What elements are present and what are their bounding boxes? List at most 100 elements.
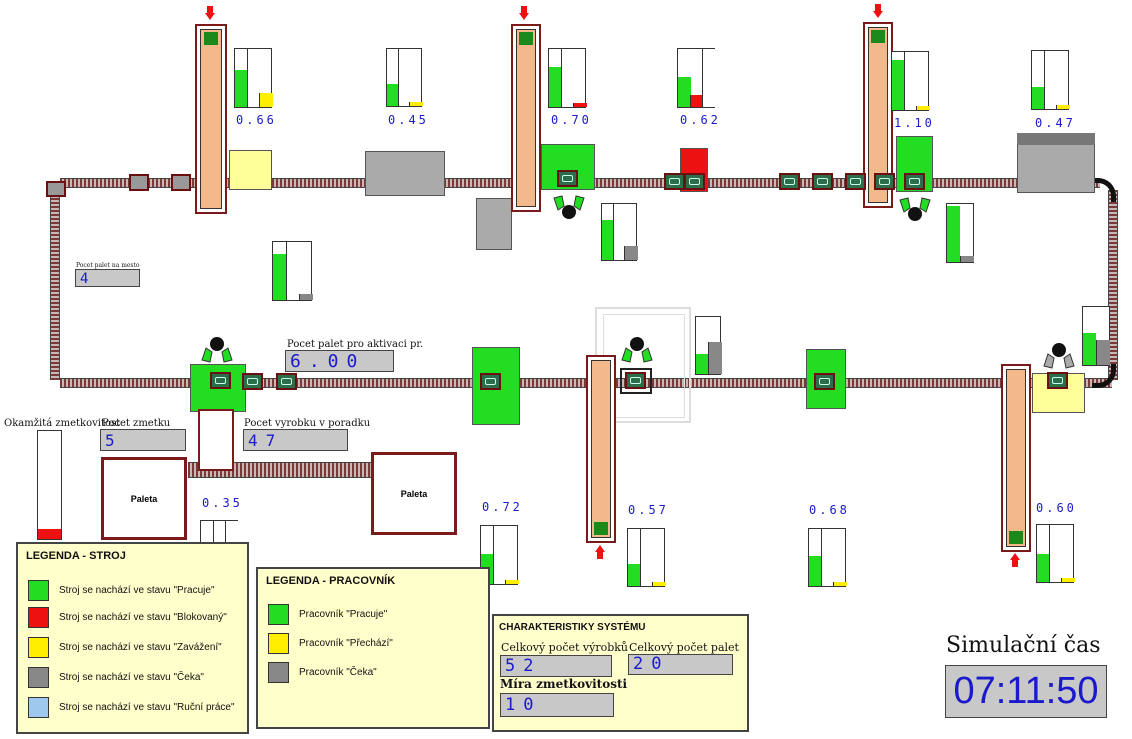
swatch-working (28, 580, 49, 601)
machine-gauge (386, 48, 423, 107)
utilization-label: 0.62 (680, 113, 721, 127)
good-count-label: Pocet vyrobku v poradku (244, 418, 371, 429)
machine-waiting[interactable] (365, 151, 445, 196)
pallet (480, 373, 501, 390)
conveyor-right (1108, 190, 1118, 380)
pallet (1047, 372, 1068, 389)
scrap-count-field[interactable]: 5 (100, 429, 186, 451)
utilization-label: 1.10 (894, 116, 935, 130)
utilization-label: 0.57 (628, 503, 669, 517)
machine-waiting-2[interactable] (476, 198, 512, 250)
utilization-label: 0.72 (482, 500, 523, 514)
legend-worker-title: LEGENDA - PRACOVNÍK (266, 575, 396, 587)
scrap-conveyor (188, 462, 410, 478)
scrap-count-label: Pocet zmetku (102, 418, 171, 429)
machine-gauge (548, 48, 587, 108)
swatch-worker-moving (268, 633, 289, 654)
buffer-box (129, 174, 149, 191)
machine-loading[interactable] (229, 150, 272, 190)
pallet (874, 173, 895, 190)
legend-worker-panel: LEGENDA - PRACOVNÍK Pracovník "Pracuje" … (256, 567, 490, 729)
sim-time-display: 07:11:50 (945, 665, 1107, 718)
manual-station-stop (620, 368, 652, 394)
total-pallets-field[interactable]: 20 (628, 654, 733, 675)
activation-label: Pocet palet pro aktivaci pr. (287, 339, 424, 350)
machine-gauge (1031, 50, 1070, 110)
scrap-chute (198, 409, 234, 471)
worker-icon[interactable] (200, 330, 234, 364)
worker-icon[interactable] (552, 194, 586, 228)
pallet (557, 170, 578, 187)
paleta-box: Paleta (371, 452, 457, 535)
utilization-label: 0.70 (551, 113, 592, 127)
swatch-loading (28, 637, 49, 658)
legend-worker-item: Pracovník "Pracuje" (268, 604, 387, 625)
legend-machine-panel: LEGENDA - STROJ Stroj se nachází ve stav… (16, 542, 249, 734)
utilization-label: 0.68 (809, 503, 850, 517)
machine-gauge (234, 48, 273, 108)
red-arrow-down-icon (873, 4, 883, 18)
pallet (814, 373, 835, 390)
pallet (242, 373, 263, 390)
pallet (664, 173, 685, 190)
machine-gauge (808, 528, 847, 587)
worker-gauge (272, 241, 313, 301)
total-products-field[interactable]: 52 (500, 655, 612, 677)
legend-worker-item: Pracovník "Přechází" (268, 633, 393, 654)
sim-time-label: Simulační čas (946, 633, 1101, 658)
machine-header (1017, 133, 1095, 145)
machine-gauge (1036, 524, 1075, 583)
pallet (276, 373, 297, 390)
worker-gauge (695, 316, 722, 375)
conveyor-corner-bottom-right (1092, 364, 1116, 388)
conveyor-left (50, 188, 60, 380)
swatch-blocked (28, 607, 49, 628)
swatch-worker-waiting (268, 662, 289, 683)
pallets-per-place-field[interactable]: 4 (75, 269, 140, 287)
pallet (684, 173, 705, 190)
scrap-rate-field[interactable]: 10 (500, 693, 614, 717)
legend-machine-item: Stroj se nachází ve stavu "Ruční práce" (28, 697, 235, 718)
pallet (210, 372, 231, 389)
storage-rack[interactable] (586, 355, 616, 543)
conveyor-corner-top-right (1092, 178, 1116, 202)
system-panel: CHARAKTERISTIKY SYSTÉMU Celkový počet vý… (492, 614, 749, 732)
legend-machine-item: Stroj se nachází ve stavu "Čeka" (28, 667, 204, 688)
red-arrow-down-icon (519, 6, 529, 20)
utilization-label: 0.35 (202, 496, 243, 510)
pallet (779, 173, 800, 190)
total-products-label: Celkový počet výrobků (501, 641, 629, 654)
utilization-label: 0.66 (236, 113, 277, 127)
legend-machine-item: Stroj se nachází ve stavu "Blokovaný" (28, 607, 227, 628)
activation-field[interactable]: 6.00 (285, 350, 394, 372)
pallet (812, 173, 833, 190)
swatch-manual (28, 697, 49, 718)
red-arrow-up-icon (595, 545, 605, 559)
worker-gauge (946, 203, 974, 263)
storage-rack[interactable] (863, 22, 893, 208)
legend-machine-title: LEGENDA - STROJ (26, 550, 126, 562)
worker-icon[interactable] (898, 196, 932, 230)
buffer-box (171, 174, 191, 191)
buffer-box (46, 181, 66, 197)
worker-icon[interactable] (620, 330, 654, 364)
machine-gauge (891, 51, 930, 111)
utilization-label: 0.45 (388, 113, 429, 127)
legend-worker-item: Pracovník "Čeka" (268, 662, 377, 683)
red-arrow-up-icon (1010, 553, 1020, 567)
pallets-per-place-label: Pocet palet na mesto (76, 262, 140, 269)
total-pallets-label: Celkový počet palet (629, 641, 739, 654)
worker-gauge (1082, 306, 1110, 366)
pallet (845, 173, 866, 190)
machine-gauge (677, 48, 716, 108)
system-title: CHARAKTERISTIKY SYSTÉMU (499, 622, 646, 633)
storage-rack[interactable] (195, 24, 227, 214)
storage-rack[interactable] (1001, 364, 1031, 552)
worker-icon[interactable] (1042, 336, 1076, 370)
utilization-label: 0.47 (1035, 116, 1076, 130)
pallet (625, 372, 646, 389)
storage-rack[interactable] (511, 24, 541, 212)
good-count-field[interactable]: 47 (243, 429, 348, 451)
swatch-waiting (28, 667, 49, 688)
